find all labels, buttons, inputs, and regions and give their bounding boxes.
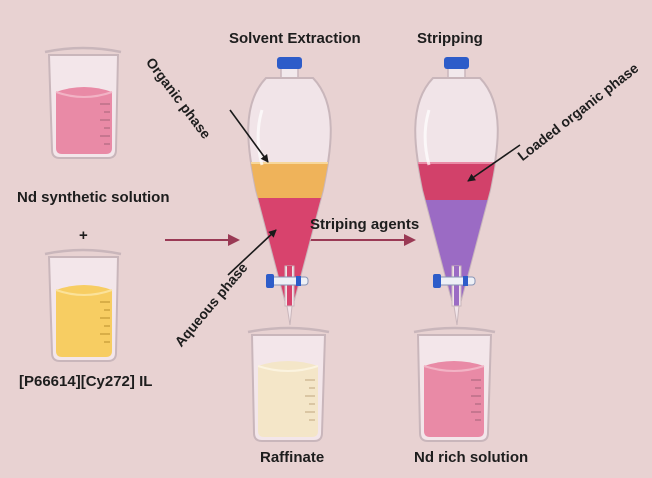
separatory-funnel-stripping [414, 57, 499, 326]
beaker-nd-rich [413, 326, 496, 442]
pointer-loaded-organic-phase [467, 144, 521, 182]
title-solvent-extraction: Solvent Extraction [229, 30, 361, 47]
title-stripping: Stripping [417, 30, 483, 47]
label-raffinate: Raffinate [260, 449, 325, 466]
label-nd-rich-solution: Nd rich solution [414, 449, 529, 466]
beaker-nd-synthetic [44, 46, 122, 159]
pointer-aqueous-phase [227, 229, 277, 276]
beaker-ionic-liquid [44, 248, 122, 362]
plus-sign: + [79, 227, 88, 244]
beaker-raffinate [247, 326, 330, 442]
label-striping-agents: Striping agents [310, 216, 420, 233]
pointer-organic-phase [229, 109, 269, 163]
label-nd-synthetic-solution: Nd synthetic solution [17, 189, 170, 206]
separatory-funnel-extraction [247, 57, 332, 326]
label-ionic-liquid: [P66614][Cy272] IL [19, 373, 153, 390]
